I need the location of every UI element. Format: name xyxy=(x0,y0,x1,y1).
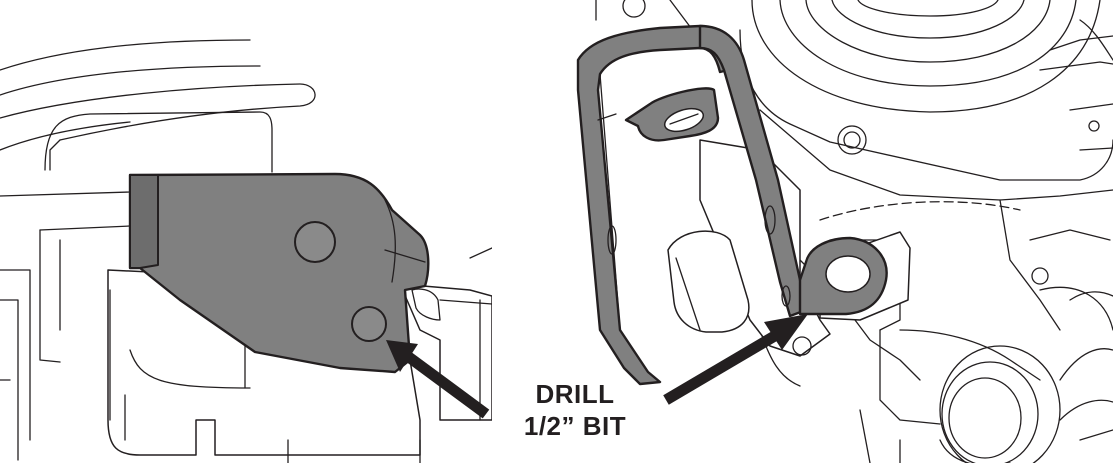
u-bracket-highlight xyxy=(576,24,888,386)
upper-bolt-hole xyxy=(294,221,336,263)
right-view xyxy=(576,0,1113,463)
drill-target-hole xyxy=(351,306,387,342)
callout-line-2: 1/2” BIT xyxy=(523,411,627,441)
left-view xyxy=(0,39,492,463)
callout-line-1: DRILL xyxy=(535,379,615,409)
drill-arrow-left xyxy=(386,340,490,419)
drill-arrow-right xyxy=(663,314,808,405)
drill-callout: DRILL 1/2” BIT xyxy=(500,378,650,442)
